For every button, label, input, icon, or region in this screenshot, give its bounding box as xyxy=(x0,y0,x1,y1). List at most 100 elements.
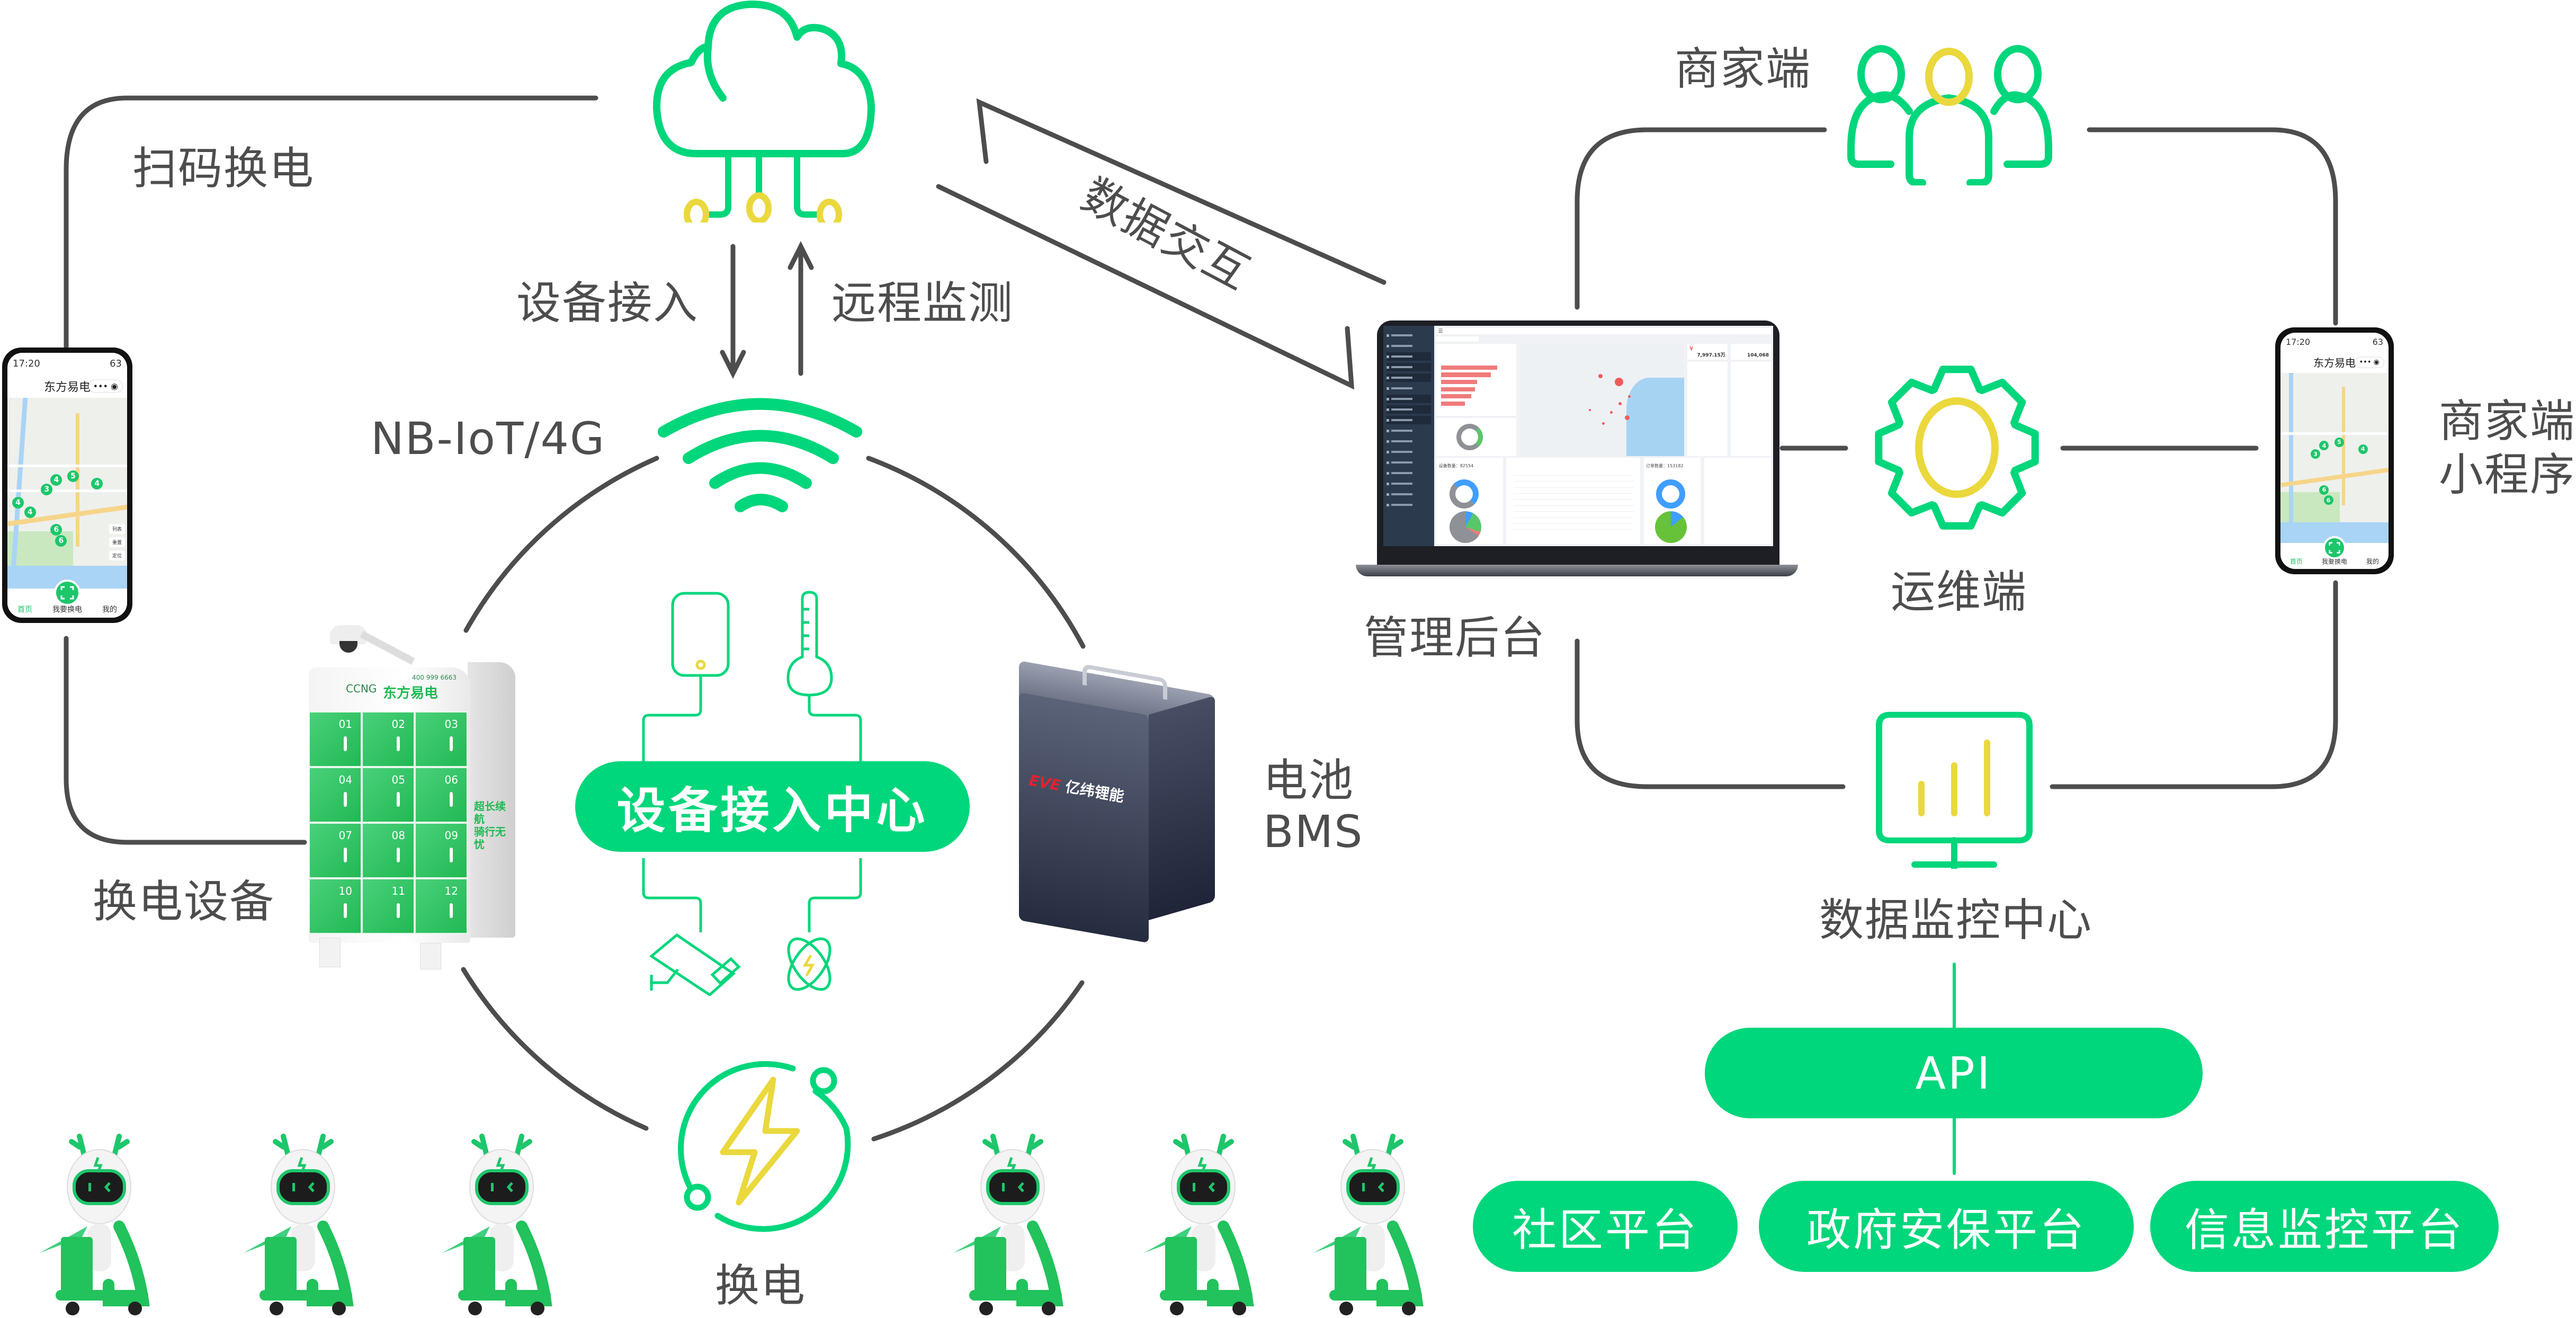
sidebar-item-label xyxy=(1391,451,1412,453)
station-marker[interactable]: 3 xyxy=(2311,449,2321,459)
dashboard-sidebar-item[interactable] xyxy=(1387,373,1431,382)
station-marker[interactable]: 6 xyxy=(2323,495,2333,505)
arrow-data-exchange-lower xyxy=(936,184,1355,390)
dashboard-sidebar-item[interactable] xyxy=(1387,416,1431,424)
locker-door[interactable]: 08 xyxy=(362,823,415,878)
menu-icon[interactable]: ☰ xyxy=(1438,328,1443,334)
tab-home[interactable]: 首页 xyxy=(2289,558,2303,565)
station-marker[interactable]: 4 xyxy=(24,506,36,519)
device-count: 设备数量：82554 xyxy=(1438,464,1474,469)
map-view[interactable]: 4 5 3 4 6 6 xyxy=(2280,372,2389,543)
swap-station-label: 换电设备 xyxy=(93,876,275,928)
station-marker[interactable]: 6 xyxy=(2319,485,2329,495)
station-marker[interactable]: 4 xyxy=(2358,444,2368,454)
merchant-miniapp-phone[interactable]: 17:20 63 东方易电 ••• ◉ 4 5 3 4 6 6 首页 我要换电 … xyxy=(2275,327,2394,574)
platform-info-monitoring[interactable]: 信息监控平台 xyxy=(2150,1181,2499,1272)
dashboard-sidebar-item[interactable] xyxy=(1387,405,1431,414)
dashboard-sidebar-item[interactable] xyxy=(1387,469,1431,477)
miniapp-capsule-button[interactable]: ••• ◉ xyxy=(2354,357,2384,368)
dashboard-sidebar-item[interactable] xyxy=(1387,458,1431,467)
locker-door-number: 02 xyxy=(391,718,405,731)
locker-door[interactable]: 01 xyxy=(309,711,362,767)
order-count: 订单数量：153182 xyxy=(1646,464,1684,469)
table-row[interactable] xyxy=(1513,523,1634,524)
locker-door-handle xyxy=(344,792,347,807)
dashboard-sidebar-item[interactable] xyxy=(1387,352,1431,361)
device-access-center-pill[interactable]: 设备接入中心 xyxy=(575,761,970,852)
order-list-card xyxy=(1704,458,1771,544)
platform-community[interactable]: 社区平台 xyxy=(1473,1181,1738,1272)
locker-door[interactable]: 11 xyxy=(362,878,415,934)
dashboard-sidebar-item[interactable] xyxy=(1387,437,1431,446)
scan-swap-button[interactable] xyxy=(2323,536,2346,559)
dashboard-sidebar-item[interactable] xyxy=(1387,342,1431,350)
dashboard-sidebar-item[interactable] xyxy=(1387,363,1431,371)
locker-door[interactable]: 09 xyxy=(415,823,468,878)
table-row[interactable] xyxy=(1513,481,1634,482)
tab-mine[interactable]: 我的 xyxy=(2366,558,2379,565)
map-view[interactable]: 4 5 3 4 4 4 6 6 列表 重置 定位 xyxy=(7,398,127,589)
sidebar-item-label xyxy=(1391,493,1412,495)
dashboard-sidebar-item[interactable] xyxy=(1387,395,1431,403)
table-row[interactable] xyxy=(1513,493,1634,494)
locker-door[interactable]: 06 xyxy=(415,767,468,823)
smart-lock-icon xyxy=(671,592,730,677)
station-marker[interactable]: 4 xyxy=(12,497,24,509)
locker-door[interactable]: 04 xyxy=(309,767,362,823)
locker-door[interactable]: 12 xyxy=(415,878,468,934)
table-row[interactable] xyxy=(1513,487,1634,488)
table-row[interactable] xyxy=(1513,475,1634,476)
tab-swap[interactable]: 我要换电 xyxy=(2321,558,2347,565)
mascot-robot-scooter xyxy=(40,1134,150,1315)
locker-door[interactable]: 03 xyxy=(415,711,468,767)
station-marker[interactable]: 3 xyxy=(41,484,53,495)
device-stats-card: 设备数量：82554 xyxy=(1436,458,1504,544)
battery-bms-label: 电池 BMS xyxy=(1263,755,1363,857)
battery-pack: EVE 亿纬锂能 xyxy=(1019,661,1220,943)
dashboard-sidebar-item[interactable] xyxy=(1387,479,1431,488)
dashboard-sidebar-item[interactable] xyxy=(1387,490,1431,498)
station-marker[interactable]: 6 xyxy=(55,535,67,547)
admin-laptop[interactable]: ☰ xyxy=(1377,320,1779,569)
station-marker[interactable]: 5 xyxy=(2334,437,2344,447)
locker-door-handle xyxy=(344,848,347,863)
table-row[interactable] xyxy=(1513,529,1634,530)
sidebar-item-label xyxy=(1391,472,1412,474)
locker-door[interactable]: 02 xyxy=(362,711,415,767)
dashboard-sidebar-item[interactable] xyxy=(1387,331,1431,340)
tab-swap[interactable]: 我要换电 xyxy=(52,605,82,614)
locker-door[interactable]: 07 xyxy=(309,823,362,878)
station-marker[interactable]: 4 xyxy=(50,474,62,486)
status-battery: 63 xyxy=(2372,337,2383,348)
api-pill[interactable]: API xyxy=(1705,1028,2203,1118)
locker-door[interactable]: 10 xyxy=(309,878,362,934)
station-marker[interactable]: 4 xyxy=(91,478,103,490)
user-app-phone-left[interactable]: 17:20 63 东方易电 ••• ◉ 4 5 3 4 4 4 6 6 列表 重… xyxy=(2,348,132,623)
platform-government-security[interactable]: 政府安保平台 xyxy=(1759,1181,2134,1272)
map-list-button[interactable]: 列表 xyxy=(109,523,125,534)
slogan-line-2: 骑行无忧 xyxy=(474,825,506,851)
dashboard-sidebar-item[interactable] xyxy=(1387,384,1431,393)
store-map-card xyxy=(1519,344,1684,456)
station-marker[interactable]: 5 xyxy=(67,470,79,482)
table-row[interactable] xyxy=(1513,511,1634,512)
map-locate-button[interactable]: 定位 xyxy=(109,550,125,560)
tab-home[interactable]: 首页 xyxy=(17,605,32,614)
line-merchant-to-miniapp xyxy=(2087,127,2338,326)
table-row[interactable] xyxy=(1513,499,1634,500)
circle-arc-bottom-left xyxy=(461,967,649,1131)
sidebar-item-label xyxy=(1391,355,1412,358)
dashboard-sidebar-item[interactable] xyxy=(1387,426,1431,435)
scan-swap-button[interactable] xyxy=(54,580,80,606)
tab-mine[interactable]: 我的 xyxy=(102,605,117,614)
station-marker[interactable]: 6 xyxy=(50,523,62,536)
table-row[interactable] xyxy=(1513,505,1634,506)
dashboard-sidebar-item[interactable] xyxy=(1387,448,1431,456)
locker-door[interactable]: 05 xyxy=(362,767,415,823)
station-marker[interactable]: 4 xyxy=(2319,441,2329,451)
miniapp-capsule-button[interactable]: ••• ◉ xyxy=(88,379,123,393)
dashboard-sidebar-item[interactable] xyxy=(1387,501,1431,509)
device-access-label: 设备接入 xyxy=(516,277,699,329)
map-reset-button[interactable]: 重置 xyxy=(109,537,125,547)
mascot-robot-scooter xyxy=(442,1134,552,1315)
